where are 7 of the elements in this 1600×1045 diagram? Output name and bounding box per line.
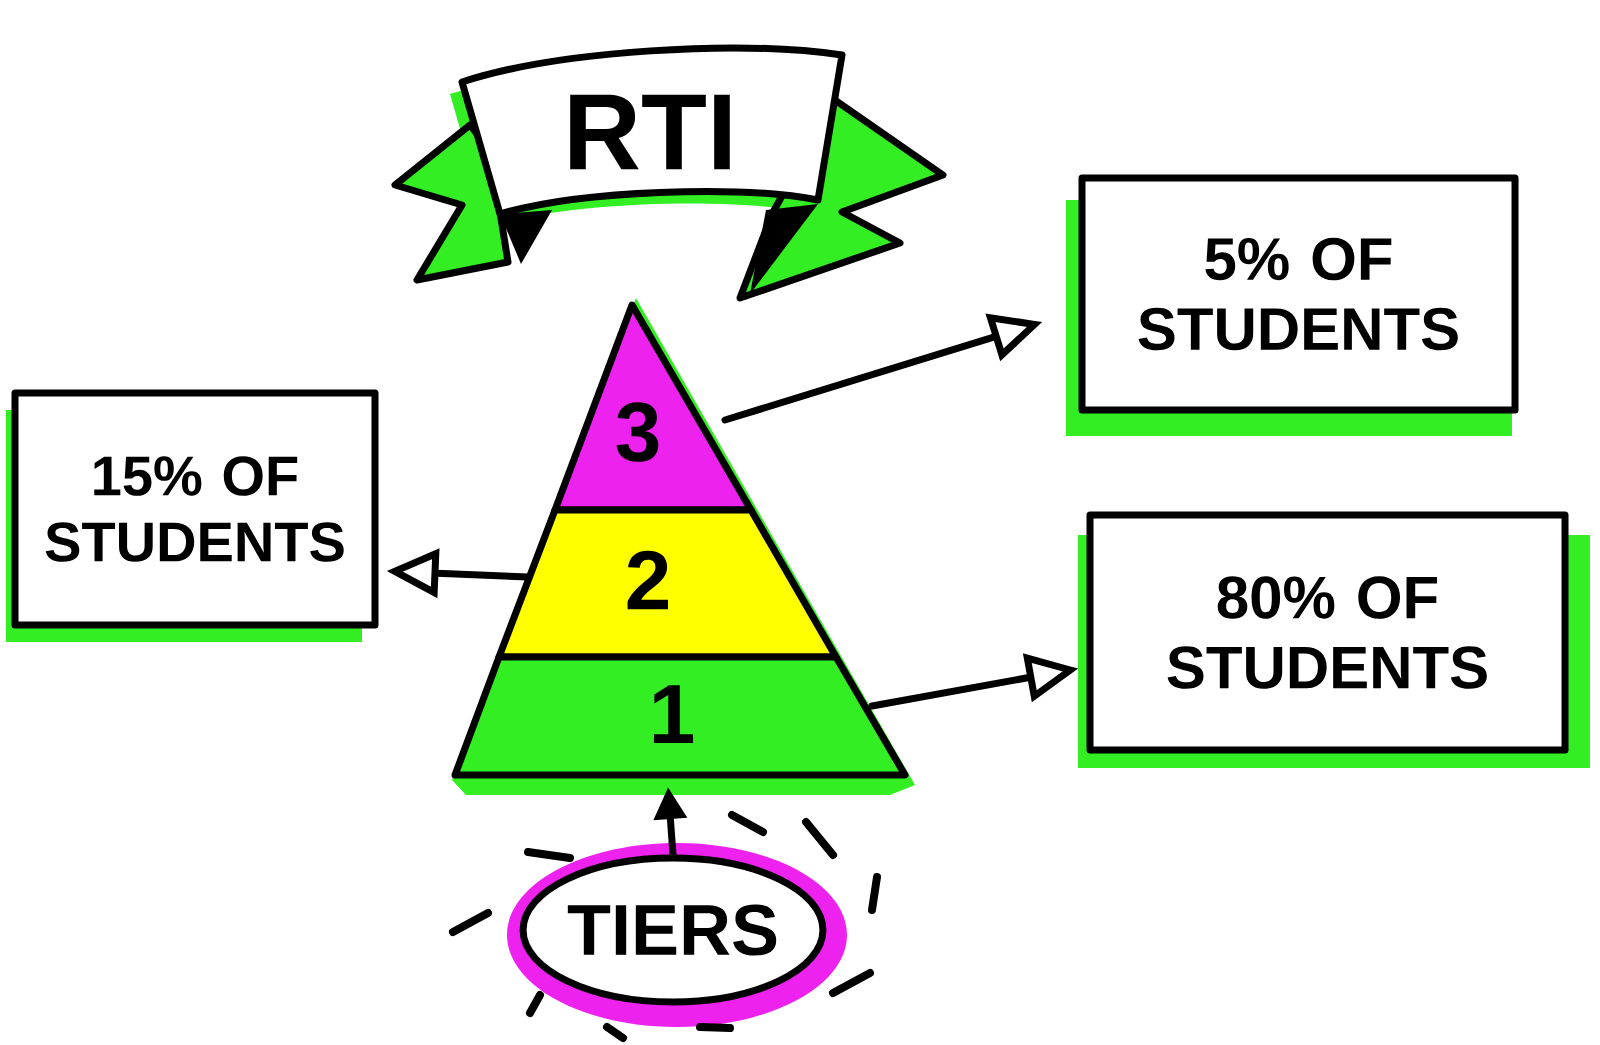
pyramid-tier: 2 [495, 506, 840, 661]
banner: RTI [391, 44, 947, 302]
pyramid-tier: 1 [451, 653, 909, 779]
text-box: 15% OF STUDENTS [6, 389, 379, 642]
text-box: 5% OF STUDENTS [1066, 174, 1519, 436]
pyramid-tier: 3 [551, 301, 755, 514]
text-box: 80% OF STUDENTS [1078, 511, 1590, 768]
